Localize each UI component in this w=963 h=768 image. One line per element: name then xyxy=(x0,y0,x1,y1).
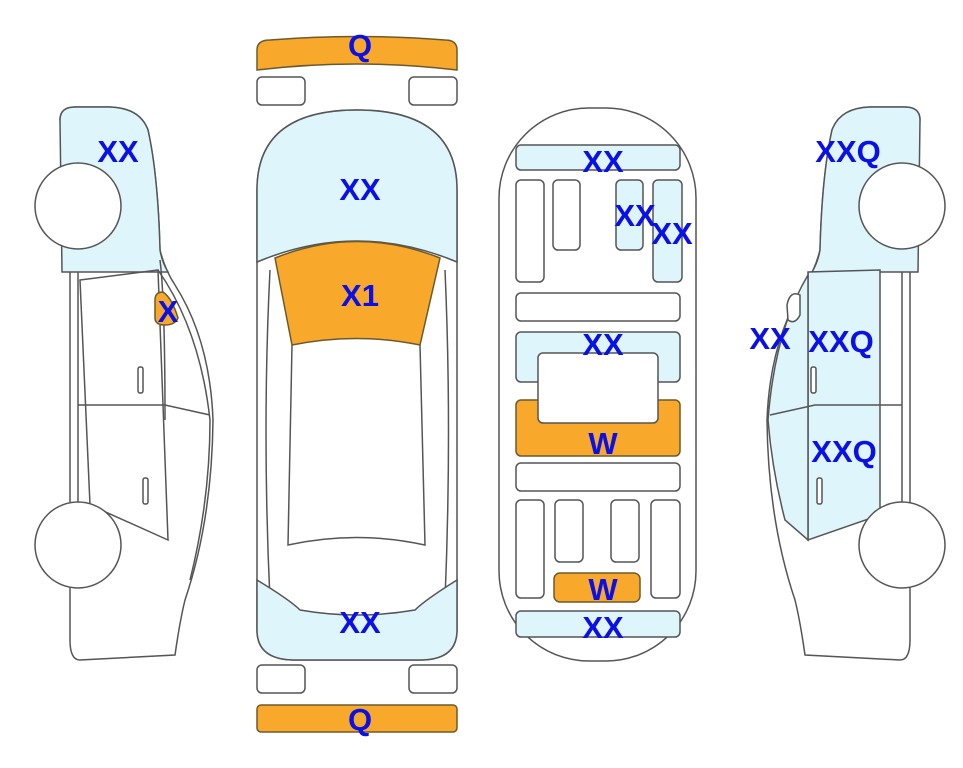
label-roof-middle: XX xyxy=(582,327,624,362)
label-right-front-door: XXQ xyxy=(808,324,873,359)
roof-rear-panel[interactable] xyxy=(515,610,681,638)
roof-plan-view: XX XX XX XX W W XX xyxy=(498,107,697,662)
label-roof-front: XX xyxy=(582,144,624,179)
label-roof-rear-small: W xyxy=(588,572,618,607)
left-front-wheel xyxy=(34,162,122,250)
left-rear-wheel xyxy=(34,501,122,589)
label-roof-panel-a: XX xyxy=(614,198,656,233)
label-left-front-fender: XX xyxy=(97,134,139,169)
label-roof-panel-b: XX xyxy=(651,216,693,251)
rear-bumper-panel[interactable] xyxy=(256,704,458,733)
left-side-view: XX X xyxy=(34,106,214,661)
center-top-view: Q XX X1 XX Q xyxy=(256,28,458,737)
label-front-bumper: Q xyxy=(348,28,372,63)
label-left-a-pillar: X xyxy=(158,294,179,329)
label-hood: XX xyxy=(339,172,381,207)
label-rear-trunk: XX xyxy=(339,605,381,640)
front-bumper-panel[interactable] xyxy=(256,35,458,71)
roof-rear-small-panel[interactable] xyxy=(553,572,641,603)
label-windshield: X1 xyxy=(341,278,379,313)
label-roof-sunroof: W xyxy=(588,426,618,461)
label-rear-bumper: Q xyxy=(348,702,372,737)
label-right-rear-door: XXQ xyxy=(811,434,876,469)
roof-front-panel[interactable] xyxy=(515,144,681,171)
label-right-a-pillar: XX xyxy=(749,321,791,356)
right-side-view: XXQ XX XXQ XXQ xyxy=(749,106,946,661)
label-roof-rear: XX xyxy=(582,610,624,645)
label-right-front-fender: XXQ xyxy=(815,134,880,169)
roof-panel-b[interactable] xyxy=(652,179,683,283)
windshield-panel[interactable] xyxy=(274,240,441,346)
rear-trunk-panel[interactable] xyxy=(256,578,458,661)
roof-panel-a[interactable] xyxy=(615,179,644,251)
left-a-pillar-panel[interactable] xyxy=(154,291,179,326)
